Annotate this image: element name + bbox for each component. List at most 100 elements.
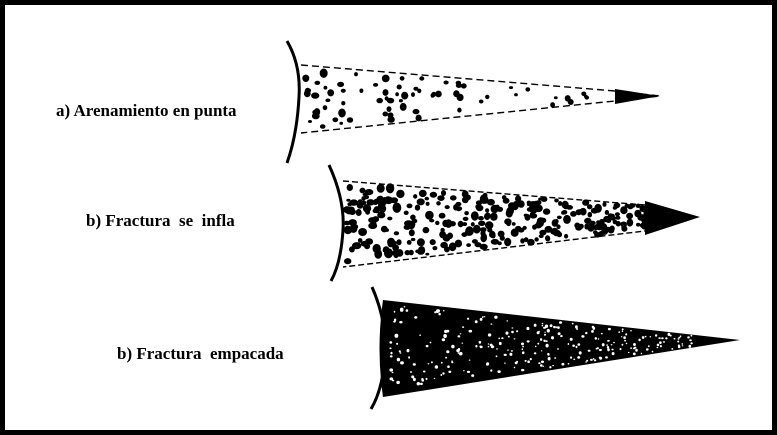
proppant-grain [430,192,437,198]
proppant-grain [441,362,443,364]
proppant-grain [499,342,502,345]
proppant-grain [441,190,446,196]
proppant-grain [539,230,546,236]
proppant-grain [622,328,624,330]
proppant-grain [596,348,598,350]
proppant-grain [552,219,558,226]
proppant-grain [526,327,529,330]
proppant-grain [644,213,648,216]
proppant-grain [506,320,508,321]
proppant-grain [442,338,445,341]
proppant-grain [434,378,436,379]
proppant-grain [445,219,452,228]
proppant-grain [537,331,540,334]
proppant-grain [627,219,634,227]
proppant-grain [537,343,539,345]
proppant-grain [534,324,537,327]
proppant-grain [445,205,450,209]
proppant-grain [485,208,489,212]
proppant-grain [578,209,582,213]
proppant-grain [464,211,469,215]
proppant-grain [437,309,440,312]
proppant-grain [377,184,385,193]
proppant-grain [659,341,662,344]
proppant-grain [365,189,374,195]
proppant-grain [395,92,399,96]
proppant-grain [444,246,450,252]
proppant-grain [558,201,562,206]
proppant-grain [556,326,558,328]
proppant-grain [408,356,410,358]
proppant-grain [509,353,512,356]
proppant-grain [595,337,597,340]
proppant-grain [498,338,500,340]
proppant-grain [548,357,551,360]
proppant-grain [351,224,358,229]
proppant-grain [536,200,542,205]
proppant-grain [591,330,594,333]
proppant-grain [665,337,667,339]
proppant-grain [691,335,693,337]
proppant-grain [550,102,555,108]
proppant-grain [544,334,546,336]
proppant-grain [512,327,514,328]
proppant-grain [543,208,550,214]
proppant-grain [311,92,319,98]
proppant-grain [308,120,312,123]
proppant-grain [550,228,558,234]
proppant-grain [541,361,544,364]
proppant-grain [447,233,453,240]
proppant-grain [431,361,433,363]
fracture-tip-screenout [301,65,660,133]
proppant-grain [417,198,425,205]
proppant-grain [621,336,622,337]
proppant-grain [394,231,399,235]
proppant-grain [618,331,620,333]
proppant-grain [358,199,363,203]
proppant-grain [514,367,516,369]
proppant-grain [484,316,486,317]
proppant-grain [615,203,620,208]
proppant-grain [382,75,390,83]
proppant-grain [462,326,464,328]
proppant-grain [630,330,632,331]
fracture-inflates [343,181,700,267]
proppant-grain [373,83,378,87]
proppant-grain [404,220,413,226]
proppant-grain [455,240,462,248]
proppant-grain [314,81,320,85]
proppant-grain [469,330,473,333]
proppant-grain [359,89,363,94]
proppant-grain [620,348,622,350]
proppant-grain [347,184,353,191]
proppant-grain [392,249,400,256]
proppant-grain [558,332,561,335]
proppant-grain [399,321,402,323]
proppant-grain [399,350,401,352]
proppant-grain [522,351,525,354]
proppant-grain [458,335,461,337]
proppant-grain [633,347,635,349]
proppant-grain [630,347,632,349]
proppant-grain [557,216,562,220]
proppant-grain [504,238,511,247]
proppant-grain [411,238,416,241]
proppant-grain [525,360,527,362]
proppant-grain [407,204,413,209]
proppant-grain [641,208,647,213]
proppant-grain [602,202,606,207]
proppant-grain [439,213,446,219]
proppant-grain [572,345,575,347]
proppant-grain [411,375,414,378]
proppant-grain [478,221,485,226]
proppant-grain [512,222,516,226]
proppant-grain [442,372,444,374]
proppant-grain [373,201,378,205]
proppant-grain [413,378,416,381]
proppant-grain [426,378,428,380]
proppant-grain [404,211,409,215]
proppant-grain [605,356,608,358]
proppant-grain [511,350,513,352]
proppant-grain [621,226,627,232]
proppant-grain [610,216,616,221]
